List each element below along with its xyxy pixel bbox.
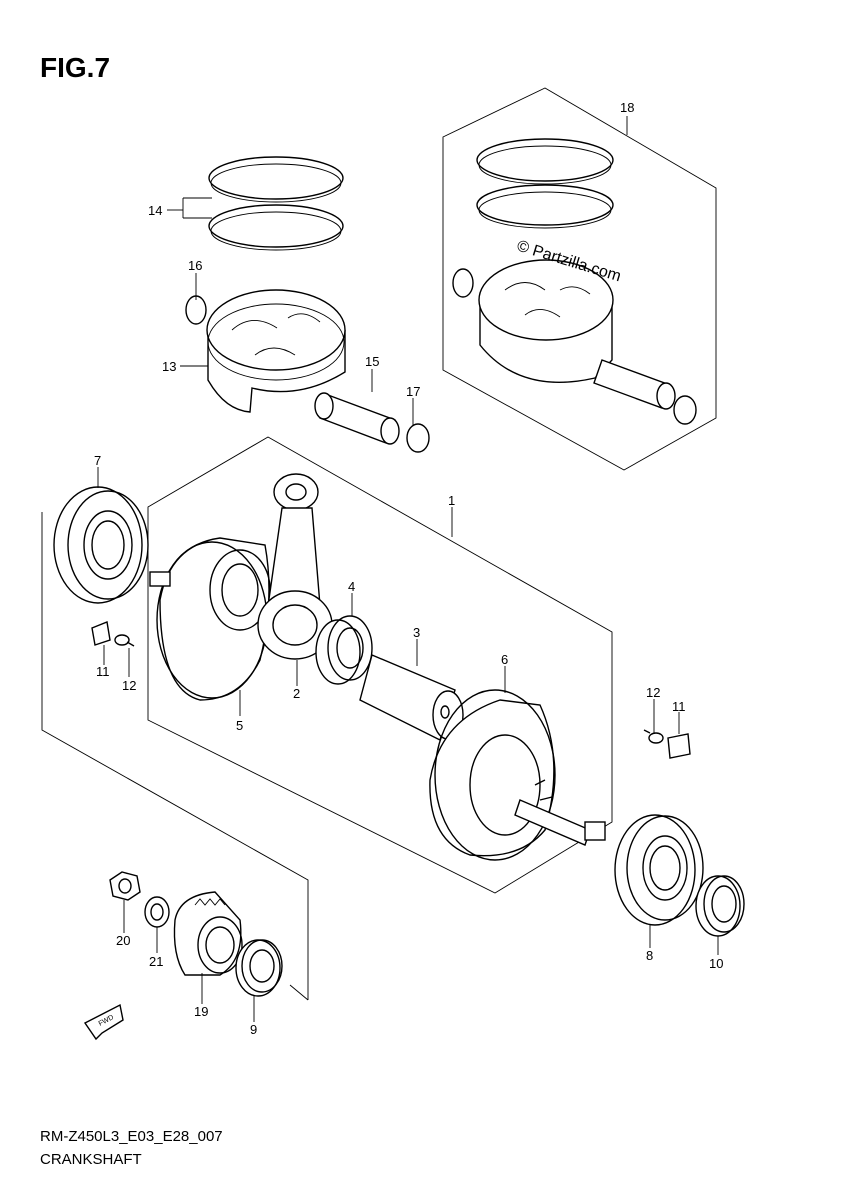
oil-seal-10 — [695, 875, 745, 937]
leader-lines — [97, 116, 719, 1022]
washer-21 — [144, 896, 170, 928]
bolt-washer-right — [643, 729, 691, 759]
callout-11-right: 11 — [672, 699, 686, 714]
figure-title: FIG.7 — [40, 52, 111, 83]
flywheel-5 — [149, 537, 271, 701]
callout-15: 15 — [365, 354, 379, 369]
callout-9: 9 — [250, 1022, 257, 1037]
piston — [206, 289, 346, 413]
callout-12-right: 12 — [646, 685, 660, 700]
callout-4: 4 — [348, 579, 355, 594]
crankshaft-box — [147, 436, 613, 894]
fwd-arrow: FWD — [83, 1003, 124, 1041]
flywheel-6 — [429, 689, 606, 861]
nut-20 — [109, 871, 141, 901]
section-name: CRANKSHAFT — [40, 1151, 142, 1168]
connecting-rod — [257, 473, 333, 660]
piston-pin — [314, 392, 400, 445]
left-sub-box — [41, 512, 309, 1000]
callout-8: 8 — [646, 948, 653, 963]
callout-12-left: 12 — [122, 678, 136, 693]
callout-11-left: 11 — [96, 664, 110, 679]
oil-seal-9 — [235, 939, 283, 997]
callout-14: 14 — [148, 203, 162, 218]
callout-2: 2 — [293, 686, 300, 701]
callout-18: 18 — [620, 100, 634, 115]
callout-1: 1 — [448, 493, 455, 508]
callout-19: 19 — [194, 1004, 208, 1019]
callout-17: 17 — [406, 384, 420, 399]
bearing-8 — [614, 814, 704, 926]
callout-5: 5 — [236, 718, 243, 733]
circlip-16 — [185, 295, 207, 325]
callout-10: 10 — [709, 956, 723, 971]
callout-16: 16 — [188, 258, 202, 273]
callout-20: 20 — [116, 933, 130, 948]
gear-19 — [173, 891, 243, 976]
piston-set-box — [442, 87, 717, 471]
callout-21: 21 — [149, 954, 163, 969]
callout-3: 3 — [413, 625, 420, 640]
bolt-washer-left — [91, 621, 135, 647]
diagram-code: RM-Z450L3_E03_E28_007 — [40, 1128, 223, 1145]
piston-rings — [208, 156, 344, 251]
bearing-7 — [53, 486, 149, 604]
callout-6: 6 — [501, 652, 508, 667]
needle-bearing — [315, 615, 373, 685]
circlip-17 — [406, 423, 430, 453]
callout-13: 13 — [162, 359, 176, 374]
crank-pin — [359, 654, 464, 741]
callout-7: 7 — [94, 453, 101, 468]
callout-numbers: 18 14 16 13 15 17 7 1 4 3 6 2 5 11 12 12… — [94, 100, 723, 1037]
